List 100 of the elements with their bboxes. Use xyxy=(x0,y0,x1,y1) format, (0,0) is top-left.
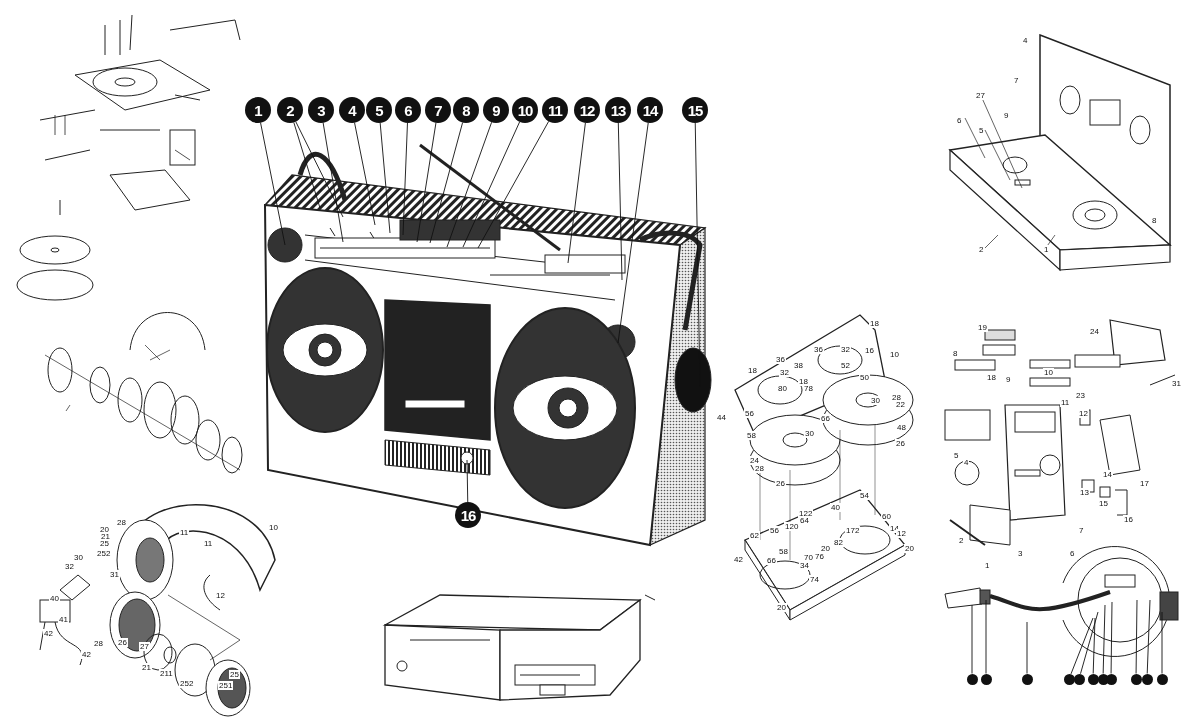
part-number: 27 xyxy=(975,91,986,100)
part-number: 66 xyxy=(766,556,777,565)
part-number: 11 xyxy=(1060,398,1071,407)
leader-line xyxy=(416,122,437,243)
part-number: 12 xyxy=(896,529,907,538)
part-number: 34 xyxy=(799,561,810,570)
part-number: 24 xyxy=(1089,327,1100,336)
part-number: 48 xyxy=(896,423,907,432)
callout-dot xyxy=(1105,673,1117,685)
leader-line xyxy=(295,121,344,218)
part-number: 21 xyxy=(141,663,152,672)
callout-dot xyxy=(1021,673,1033,685)
part-number: 19 xyxy=(977,323,988,332)
part-number: 16 xyxy=(1123,515,1134,524)
callout-number: 1 xyxy=(245,97,271,123)
part-number: 5 xyxy=(978,126,985,135)
part-number: 12 xyxy=(1078,409,1089,418)
part-number: 54 xyxy=(859,491,870,500)
callout-number: 10 xyxy=(512,97,538,123)
part-number: 18 xyxy=(747,366,758,375)
part-number: 36 xyxy=(813,345,824,354)
callout-number: 8 xyxy=(453,97,479,123)
part-number: 10 xyxy=(1043,368,1054,377)
part-number: 41 xyxy=(58,615,69,624)
part-number: 15 xyxy=(1098,499,1109,508)
callout-dot xyxy=(1073,673,1085,685)
part-number: 24 xyxy=(749,456,760,465)
callout-dot xyxy=(980,673,992,685)
part-number: 5 xyxy=(953,451,960,460)
callout-number: 7 xyxy=(425,97,451,123)
leader-line xyxy=(1161,611,1163,674)
callout-number: 11 xyxy=(542,97,568,123)
part-number: 172 xyxy=(845,526,861,535)
callout-dot xyxy=(1141,673,1153,685)
callout-number: 2 xyxy=(277,97,303,123)
part-number: 252 xyxy=(179,679,195,688)
part-number: 18 xyxy=(869,319,880,328)
part-number: 20 xyxy=(776,603,787,612)
part-number: 28 xyxy=(93,639,104,648)
part-number: 7 xyxy=(1013,76,1020,85)
part-number: 10 xyxy=(268,523,279,532)
part-number: 78 xyxy=(803,384,814,393)
part-number: 211 xyxy=(159,669,174,678)
part-number: 4 xyxy=(1022,36,1029,45)
part-number: 42 xyxy=(43,629,54,638)
leader-line xyxy=(971,604,973,674)
leader-line xyxy=(1080,611,1099,675)
part-number: 32 xyxy=(779,368,790,377)
part-number: 32 xyxy=(840,345,851,354)
part-number: 60 xyxy=(881,512,892,521)
part-number: 251 xyxy=(218,681,234,690)
leader-line xyxy=(1135,599,1138,674)
part-number: 23 xyxy=(1075,391,1086,400)
callout-number: 5 xyxy=(366,97,392,123)
part-number: 12 xyxy=(215,591,226,600)
part-number: 16 xyxy=(864,346,875,355)
part-number: 10 xyxy=(889,350,900,359)
part-number: 8 xyxy=(1151,216,1158,225)
leader-line xyxy=(617,122,649,344)
part-number: 20 xyxy=(820,544,831,553)
leader-line xyxy=(446,121,493,248)
part-number: 76 xyxy=(814,552,825,561)
leader-line xyxy=(429,122,464,244)
leader-line xyxy=(379,122,391,234)
part-number: 32 xyxy=(64,562,75,571)
leader-line xyxy=(1092,617,1096,674)
leader-line xyxy=(354,122,376,226)
part-number: 11 xyxy=(179,528,190,537)
leader-line xyxy=(1026,621,1028,674)
part-number: 3 xyxy=(1017,549,1024,558)
leader-line xyxy=(402,122,408,236)
part-number: 6 xyxy=(1069,549,1076,558)
callout-number: 6 xyxy=(395,97,421,123)
callout-dot xyxy=(1063,673,1075,685)
part-number: 26 xyxy=(117,638,128,647)
part-number: 8 xyxy=(952,349,959,358)
part-number: 31 xyxy=(109,570,120,579)
part-number: 64 xyxy=(799,516,810,525)
part-number: 1 xyxy=(1043,245,1050,254)
part-number: 30 xyxy=(870,396,881,405)
part-number: 25 xyxy=(229,670,240,679)
part-number: 17 xyxy=(1139,479,1150,488)
part-number: 56 xyxy=(769,526,780,535)
callout-dot xyxy=(966,673,978,685)
part-number: 20 xyxy=(904,544,915,553)
callout-number: 4 xyxy=(339,97,365,123)
part-number: 30 xyxy=(73,553,84,562)
part-number: 80 xyxy=(777,384,788,393)
callout-number: 3 xyxy=(308,97,334,123)
leader-line xyxy=(462,121,521,248)
part-number: 50 xyxy=(859,373,870,382)
leader-line xyxy=(477,120,550,249)
callout-number: 16 xyxy=(455,502,481,528)
part-number: 58 xyxy=(778,547,789,556)
part-number: 28 xyxy=(754,464,765,473)
part-number: 7 xyxy=(1078,526,1085,535)
leader-line xyxy=(617,122,623,281)
leader-line xyxy=(1102,604,1106,674)
part-number: 66 xyxy=(820,414,831,423)
part-number: 38 xyxy=(793,361,804,370)
